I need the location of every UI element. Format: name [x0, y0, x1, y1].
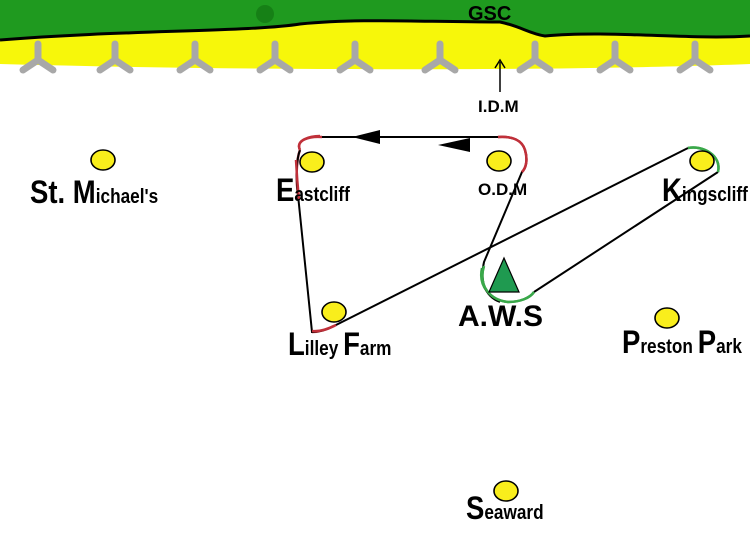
lilley-farm-initial1: L [288, 326, 305, 362]
shoreline [0, 19, 750, 42]
marker-seaward [493, 480, 519, 502]
grass-dot [256, 5, 274, 23]
lilley-farm-rest1: illey [304, 338, 344, 360]
kingscliff-label: Kingscliff [662, 174, 748, 206]
tripod-buoy-icon [676, 40, 714, 74]
tripod-buoy-icon [19, 40, 57, 74]
marker-preston-park [654, 307, 680, 329]
marker-eastcliff [299, 151, 325, 173]
eastcliff-initial: E [276, 172, 295, 208]
tripod-buoy-icon [516, 40, 554, 74]
odm-label: O.D.M [478, 180, 528, 199]
seaward-initial: S [466, 490, 485, 526]
preston-park-rest2: ark [716, 336, 742, 358]
st-michaels-initial: St. M [30, 174, 96, 210]
arrow-head-left [352, 130, 380, 144]
seaward-label: Seaward [466, 492, 544, 524]
idm-label: I.D.M [478, 97, 519, 116]
preston-park-initial1: P [622, 324, 641, 360]
seaward-rest: eaward [484, 502, 544, 524]
lilley-farm-label: Lilley Farm [288, 328, 391, 360]
preston-park-initial2: P [697, 324, 717, 360]
marker-st-michaels [90, 149, 116, 171]
tripod-buoy-icon [596, 40, 634, 74]
buoy-row [19, 40, 714, 74]
marker-lilley-farm [321, 301, 347, 323]
arrow-up-icon [494, 58, 506, 92]
aws-label: A.W.S [458, 300, 544, 333]
tripod-buoy-icon [176, 40, 214, 74]
preston-park-rest1: reston [640, 336, 698, 358]
st-michaels-label: St. Michael's [30, 176, 158, 208]
tripod-buoy-icon [96, 40, 134, 74]
header-label: GSC [468, 3, 512, 25]
tripod-buoy-icon [421, 40, 459, 74]
marker-kingscliff [689, 150, 715, 172]
arrow-head-right [438, 138, 470, 152]
marker-odm [486, 150, 512, 172]
kingscliff-initial: K [662, 172, 682, 208]
green-route-overlay [481, 146, 720, 304]
tripod-buoy-icon [256, 40, 294, 74]
eastcliff-rest: astcliff [294, 184, 350, 206]
lilley-farm-initial2: F [343, 326, 360, 362]
sand-strip [0, 20, 750, 70]
preston-park-label: Preston Park [622, 326, 742, 358]
tripod-buoy-icon [336, 40, 374, 74]
eastcliff-label: Eastcliff [276, 174, 350, 206]
triangle-icon [488, 256, 520, 293]
lilley-farm-rest2: arm [359, 338, 392, 360]
kingscliff-rest: ingscliff [681, 184, 748, 206]
marker-group [90, 149, 715, 502]
st-michaels-rest: ichael's [95, 186, 159, 208]
red-route-overlay [294, 135, 528, 333]
